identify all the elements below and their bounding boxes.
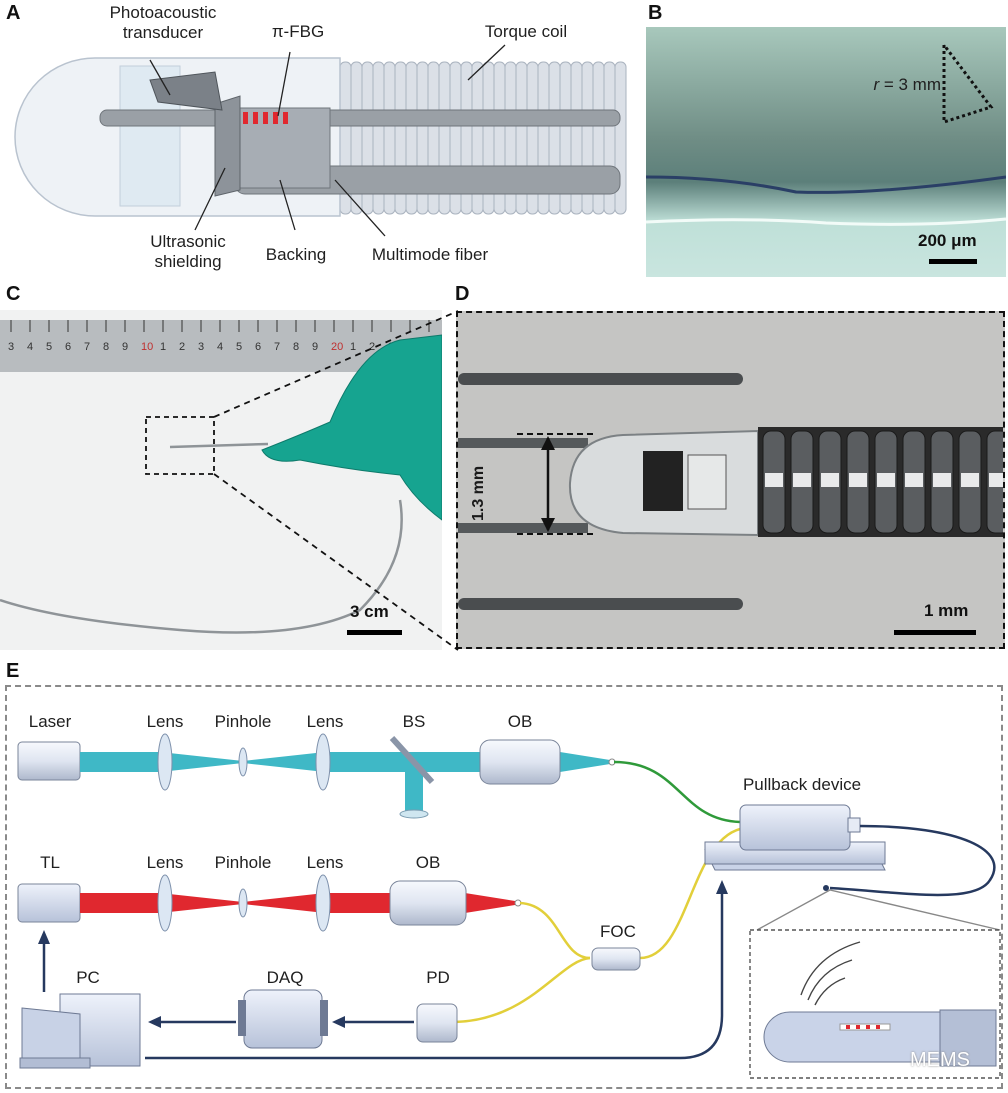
yellow-fiber-pullback xyxy=(639,826,746,960)
label-pd: PD xyxy=(426,968,450,987)
panel-e-letter: E xyxy=(6,660,20,682)
label-pinhole-1: Pinhole xyxy=(214,712,272,731)
label-backing: Backing xyxy=(265,245,327,264)
label-ob-2: OB xyxy=(415,853,441,872)
radius-triangle xyxy=(942,44,994,125)
lens-1 xyxy=(157,733,173,791)
lens-2 xyxy=(315,733,331,791)
pullback-device xyxy=(704,804,886,871)
label-pullback-device: Pullback device xyxy=(742,775,862,794)
lens-3 xyxy=(157,874,173,932)
ruler-number: 7 xyxy=(84,341,90,353)
cyan-beam-down xyxy=(405,772,423,812)
ruler-number: 4 xyxy=(27,341,33,353)
lens-4 xyxy=(315,874,331,932)
photoacoustic-transducer xyxy=(149,71,223,111)
ruler-number: 5 xyxy=(46,341,52,353)
ruler-number: 1 xyxy=(160,341,166,353)
scale-text-d: 1 mm xyxy=(924,601,969,620)
grid-line-4 xyxy=(458,523,588,533)
panel-a-letter: A xyxy=(6,2,21,24)
tl-device xyxy=(17,883,81,923)
label-tl: TL xyxy=(40,853,60,872)
leader-lines xyxy=(149,44,506,237)
ruler-number: 3 xyxy=(198,341,204,353)
navy-cable xyxy=(829,824,996,897)
watermark-mems: MEMS xyxy=(910,1049,970,1071)
label-torque-coil: Torque coil xyxy=(484,22,568,41)
ultrasonic-shielding xyxy=(214,95,241,197)
label-pi-fbg: π-FBG xyxy=(271,22,325,41)
radius-value: = 3 mm xyxy=(879,75,941,94)
pd-device xyxy=(416,1003,458,1043)
grid-line-1 xyxy=(458,373,743,385)
label-foc: FOC xyxy=(600,922,636,941)
beam-splitter xyxy=(389,735,435,785)
label-ultrasonic-shielding: Ultrasonic shielding xyxy=(150,232,226,271)
grid-line-3 xyxy=(458,438,588,448)
panel-a: A Photoaco xyxy=(0,0,640,280)
label-pc: PC xyxy=(76,968,100,987)
ruler-number: 8 xyxy=(103,341,109,353)
panel-b-letter: B xyxy=(648,2,663,24)
label-daq: DAQ xyxy=(266,968,304,987)
green-fiber xyxy=(613,760,741,824)
label-lens-3: Lens xyxy=(146,853,184,872)
panel-c-letter: C xyxy=(6,283,21,305)
scale-text-b: 200 μm xyxy=(918,231,977,250)
ruler-number: 2 xyxy=(179,341,185,353)
ruler-number: 10 xyxy=(141,341,153,353)
panel-e-frame xyxy=(5,685,1003,1089)
pc-device xyxy=(19,993,141,1069)
label-ob-1: OB xyxy=(507,712,533,731)
pinhole-1 xyxy=(238,747,248,777)
grid-line-2 xyxy=(458,598,743,610)
red-beam xyxy=(80,893,390,913)
label-bs: BS xyxy=(402,712,426,731)
probe-closeup xyxy=(458,313,1003,647)
label-lens-2: Lens xyxy=(306,712,344,731)
probe-cutaway-illustration xyxy=(14,44,627,237)
scale-bar-d xyxy=(894,630,976,635)
label-lens-1: Lens xyxy=(146,712,184,731)
label-lens-4: Lens xyxy=(306,853,344,872)
laser-device xyxy=(17,741,81,781)
scale-bar-b xyxy=(929,259,977,264)
ruler-number: 3 xyxy=(8,341,14,353)
label-laser: Laser xyxy=(28,712,72,731)
objective-2 xyxy=(389,880,467,926)
daq-device xyxy=(243,989,323,1049)
yellow-fiber-top xyxy=(519,901,591,960)
signal-arrows xyxy=(42,890,724,1060)
label-pinhole-2: Pinhole xyxy=(214,853,272,872)
ruler-number: 9 xyxy=(122,341,128,353)
pinhole-2 xyxy=(238,888,248,918)
foc-device xyxy=(591,947,641,971)
panel-d-letter: D xyxy=(455,283,470,305)
radius-label: r = 3 mm xyxy=(851,75,941,95)
inset-catheter-box xyxy=(749,929,1001,1079)
micrograph-image xyxy=(646,27,1006,277)
panel-d-photo: 1.3 mm 1 mm xyxy=(456,311,1005,649)
objective-1 xyxy=(479,739,561,785)
acoustic-waves xyxy=(800,941,861,1006)
diameter-marker xyxy=(517,433,593,535)
label-multimode-fiber: Multimode fiber xyxy=(371,245,489,264)
yellow-fiber-pd xyxy=(454,956,591,1024)
ruler-number: 6 xyxy=(65,341,71,353)
radius-symbol: r xyxy=(873,75,880,94)
pi-fbg-marks xyxy=(243,112,288,124)
label-photoacoustic-transducer: Photoacoustic transducer xyxy=(109,3,217,42)
panel-b-micrograph: r = 3 mm 200 μm xyxy=(646,27,1006,277)
inset-zoom-lines xyxy=(756,889,1001,931)
